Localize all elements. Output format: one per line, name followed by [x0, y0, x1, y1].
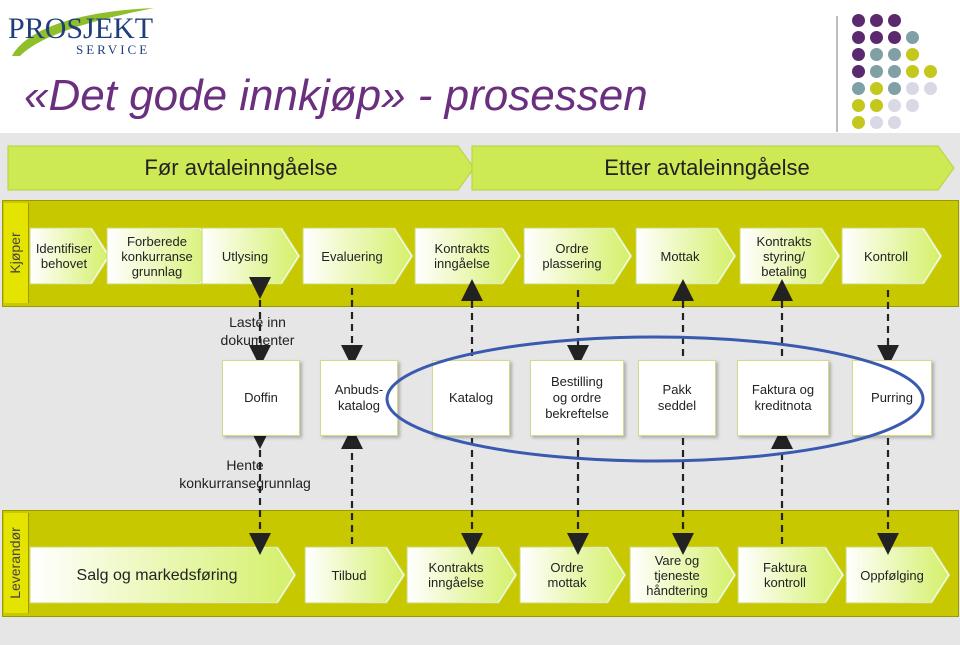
supplier-step-label: Faktura kontroll	[762, 560, 808, 590]
buyer-step-label: Identifiser behovet	[35, 241, 93, 271]
buyer-step-chevron-fill	[637, 229, 734, 283]
decorative-dot	[924, 82, 937, 95]
supplier-step-label: Oppfølging	[860, 567, 924, 583]
buyer-step-chevron-fill	[525, 229, 630, 283]
decorative-dot	[870, 14, 883, 27]
title-divider	[836, 16, 838, 132]
supplier-step-label: Salg og markedsføring	[76, 566, 238, 584]
note-upload-documents: Laste inn dokumenter	[220, 314, 295, 348]
buyer-step-chevron-fill	[304, 229, 411, 283]
page-title: «Det gode innkjøp» - prosessen	[24, 71, 648, 120]
buyer-step-label: Utlysing	[221, 248, 269, 264]
decorative-dot	[906, 65, 919, 78]
document-box: Pakk seddel	[638, 360, 716, 436]
document-box: Bestilling og ordre bekreftelse	[530, 360, 624, 436]
decorative-dots	[852, 14, 952, 134]
document-box: Katalog	[432, 360, 510, 436]
supplier-step-label: Vare og tjeneste håndtering	[646, 552, 708, 598]
decorative-dot	[888, 82, 901, 95]
supplier-step-chevron-fill	[306, 548, 403, 602]
phase-arrow-before	[7, 145, 475, 191]
buyer-step-label: Ordre plassering	[542, 241, 602, 271]
decorative-dot	[870, 99, 883, 112]
supplier-step-label: Tilbud	[331, 567, 367, 583]
decorative-dot	[870, 31, 883, 44]
supplier-step-chevron-fill	[408, 548, 515, 602]
document-box: Doffin	[222, 360, 300, 436]
decorative-dot	[870, 116, 883, 129]
decorative-dot	[852, 65, 865, 78]
logo-text-sub: SERVICE	[76, 42, 150, 57]
supplier-step-chevron-fill	[739, 548, 842, 602]
supplier-step-chevron-fill	[847, 548, 948, 602]
decorative-dot	[852, 116, 865, 129]
buyer-lane-header	[4, 203, 29, 303]
decorative-dot	[852, 82, 865, 95]
decorative-dot	[870, 65, 883, 78]
decorative-dot	[870, 82, 883, 95]
decorative-dot	[906, 82, 919, 95]
highlight-ellipse	[385, 335, 925, 463]
decorative-dot	[870, 48, 883, 61]
decorative-dot	[906, 48, 919, 61]
phase-label-before: Før avtaleinngåelse	[144, 155, 338, 180]
supplier-step-label: Ordre mottak	[547, 560, 587, 590]
phase-label-after: Etter avtaleinngåelse	[604, 155, 810, 180]
document-box: Purring	[852, 360, 932, 436]
buyer-step-chevron-fill	[31, 229, 108, 283]
decorative-dot	[906, 31, 919, 44]
supplier-step-chevron-fill	[631, 548, 734, 602]
buyer-step-label: Kontrakts inngåelse	[434, 241, 490, 271]
buyer-step-label: Forberede konkurranse grunnlag	[121, 233, 193, 279]
decorative-dot	[852, 99, 865, 112]
decorative-dot	[888, 116, 901, 129]
buyer-step-chevron-fill	[203, 229, 298, 283]
supplier-step-chevron-fill	[521, 548, 624, 602]
buyer-step-chevron-fill	[108, 229, 217, 283]
supplier-step-chevron-fill	[31, 548, 294, 602]
buyer-step-label: Kontroll	[863, 248, 909, 264]
decorative-dot	[888, 14, 901, 27]
buyer-step-chevron-fill	[741, 229, 838, 283]
decorative-dot	[852, 31, 865, 44]
supplier-lane-header	[4, 513, 29, 613]
logo-text-main: PROSJEKT	[8, 12, 153, 45]
decorative-dot	[906, 99, 919, 112]
supplier-step-label: Kontrakts inngåelse	[428, 560, 484, 590]
decorative-dot	[924, 65, 937, 78]
decorative-dot	[888, 48, 901, 61]
buyer-step-label: Kontrakts styring/ betaling	[756, 233, 812, 279]
decorative-dot	[888, 99, 901, 112]
note-fetch-tender-documents: Hente konkurransegrunnlag	[179, 457, 311, 491]
decorative-dot	[888, 31, 901, 44]
logo-graphic: PROSJEKT SERVICE	[8, 8, 154, 57]
document-box: Faktura og kreditnota	[737, 360, 829, 436]
phase-arrows	[7, 145, 955, 191]
buyer-step-chevron-fill	[416, 229, 519, 283]
decorative-dot	[852, 48, 865, 61]
decorative-dot	[852, 14, 865, 27]
buyer-step-label: Mottak	[660, 248, 700, 264]
buyer-step-label: Evaluering	[321, 248, 383, 264]
document-box: Anbuds- katalog	[320, 360, 398, 436]
decorative-dot	[888, 65, 901, 78]
logo: PROSJEKT SERVICE	[4, 4, 164, 60]
phase-arrow-after	[471, 145, 955, 191]
buyer-step-chevron-fill	[843, 229, 940, 283]
